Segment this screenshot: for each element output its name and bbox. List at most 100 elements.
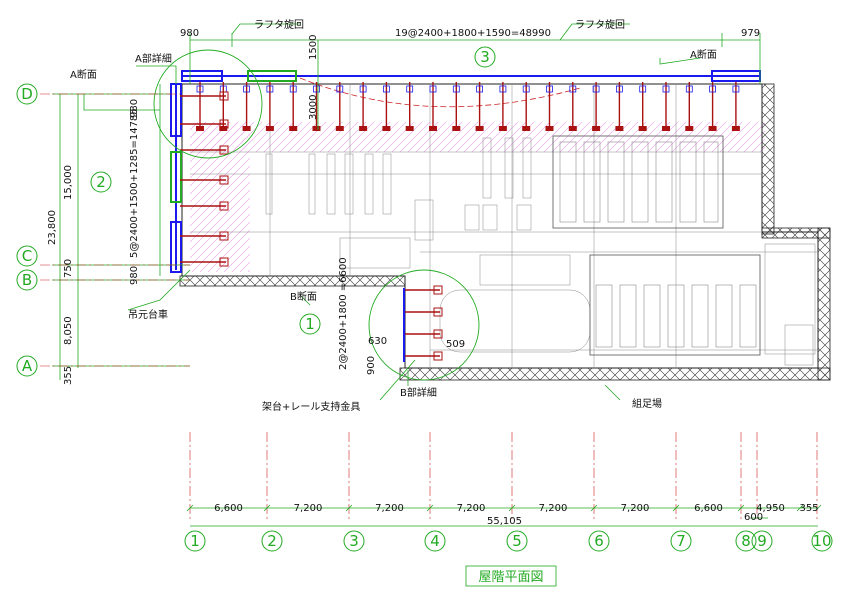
dim-left-b-a: 8,050 xyxy=(63,316,74,345)
rafter-clamp xyxy=(429,85,437,93)
dim-tick xyxy=(737,504,745,512)
dim-inner-d980: 980 xyxy=(129,99,140,118)
a-section-label-right: A断面 xyxy=(690,48,717,61)
dim-left-below-a: 355 xyxy=(63,366,74,385)
column-bubble-5: 5 xyxy=(506,530,528,552)
dim-tick xyxy=(345,504,353,512)
scaffold-mid xyxy=(179,275,406,287)
dim-bottom-5: 7,200 xyxy=(621,503,650,514)
title-box xyxy=(465,565,557,587)
dim-509: 509 xyxy=(446,339,465,350)
scaffold-bottom xyxy=(399,367,831,381)
dim-b-span: 2@2400+1800 =6600 xyxy=(338,257,349,370)
rafter-clamp xyxy=(452,85,460,93)
rafter-support-base xyxy=(522,126,531,131)
top-rafter-supports xyxy=(196,82,740,131)
dim-bottom-0: 6,600 xyxy=(214,503,243,514)
column-bubble-8: 8 xyxy=(735,530,757,552)
svg-text:5: 5 xyxy=(512,532,522,550)
rafter-support-base xyxy=(219,231,229,241)
row-bubble-D: D xyxy=(16,83,38,105)
dim-bottom-600: 600 xyxy=(744,512,763,523)
svg-text:9: 9 xyxy=(757,532,767,550)
rafter-clamp xyxy=(499,85,507,93)
rafter-support-base xyxy=(429,126,437,131)
rafter-support-base xyxy=(219,91,229,101)
rafter-support-base xyxy=(592,126,601,131)
rafter-support-base xyxy=(219,257,229,267)
dim-tick xyxy=(426,504,434,512)
rafter-clamp xyxy=(336,85,344,93)
rafter-support-base xyxy=(433,351,443,361)
svg-text:8: 8 xyxy=(741,532,751,550)
building-outline xyxy=(181,83,819,369)
rafter-clamp xyxy=(685,85,693,93)
rafter-clamp xyxy=(546,85,553,93)
svg-text:C: C xyxy=(22,247,32,265)
rafter-turn-block xyxy=(247,70,297,82)
rafter-clamp xyxy=(313,85,320,93)
svg-text:B: B xyxy=(22,271,32,289)
svg-text:A: A xyxy=(22,357,33,375)
rafter-clamp xyxy=(522,85,530,93)
rafter-support-base xyxy=(359,126,368,131)
rafter-support-base xyxy=(638,126,647,131)
a-detail-circle xyxy=(153,49,263,159)
column-bubble-4: 4 xyxy=(424,530,446,552)
dim-bottom-1: 7,200 xyxy=(294,503,323,514)
rafter-clamp xyxy=(639,85,647,93)
column-bubble-7: 7 xyxy=(670,530,692,552)
zone-bubble-1: 1 xyxy=(299,313,321,335)
svg-text:3: 3 xyxy=(349,532,359,550)
equipment-upper xyxy=(552,135,724,229)
zone-bubble-3: 3 xyxy=(474,46,496,68)
rafter-support-base xyxy=(545,126,554,131)
rafter-support-base xyxy=(219,175,229,185)
left-rafter-supports xyxy=(180,91,229,267)
rafter-clamp xyxy=(243,85,251,93)
rafter-clamp xyxy=(476,85,484,93)
rafter-support-base xyxy=(568,126,577,131)
equipment-lower xyxy=(589,254,761,356)
column-bubble-9: 9 xyxy=(751,530,773,552)
scaffold-right-lower xyxy=(817,227,831,381)
rafter-support-base xyxy=(433,285,443,295)
dim-bottom-4: 7,200 xyxy=(539,503,568,514)
rafter-clamp xyxy=(662,85,670,93)
dim-top-middle: 19@2400+1800+1590=48990 xyxy=(395,28,551,39)
svg-text:6: 6 xyxy=(594,532,604,550)
rafter-support-base xyxy=(219,119,229,129)
svg-text:3: 3 xyxy=(480,48,490,66)
column-bubble-3: 3 xyxy=(343,530,365,552)
dim-inner-span: 5@2400+1500+1285=14785 xyxy=(129,108,140,258)
row-bubble-C: C xyxy=(16,245,38,267)
dim-tick xyxy=(814,504,822,512)
bottom-dimension-ticks xyxy=(186,504,822,512)
rafter-clamp xyxy=(266,85,274,93)
b-detail-circle xyxy=(368,269,480,381)
dim-bottom-7: 4,950 xyxy=(756,503,785,514)
scaffold-label: 組足場 xyxy=(632,397,662,410)
scaffold-right-step xyxy=(761,227,831,239)
column-bubble-2: 2 xyxy=(261,530,283,552)
row-bubble-A: A xyxy=(16,355,38,377)
dim-left-d-c: 15,000 xyxy=(63,165,74,200)
rafter-support-base xyxy=(498,126,507,131)
zone-bubble-2: 2 xyxy=(90,171,112,193)
rafter-support-base xyxy=(615,126,624,131)
interior-lines xyxy=(190,84,818,368)
rafter-support-base xyxy=(685,126,694,131)
left-rail-block-2 xyxy=(170,151,182,203)
rafter-clamp xyxy=(289,85,297,93)
svg-text:D: D xyxy=(21,85,33,103)
dim-tick xyxy=(263,504,271,512)
rafter-clamp xyxy=(382,85,390,93)
dim-bottom-total: 55,105 xyxy=(487,516,522,527)
rafter-label-top-left: ラフタ旋回 xyxy=(254,18,304,31)
column-gridlines xyxy=(189,432,818,520)
svg-text:10: 10 xyxy=(812,532,831,550)
work-area-hatch-left xyxy=(190,122,250,272)
